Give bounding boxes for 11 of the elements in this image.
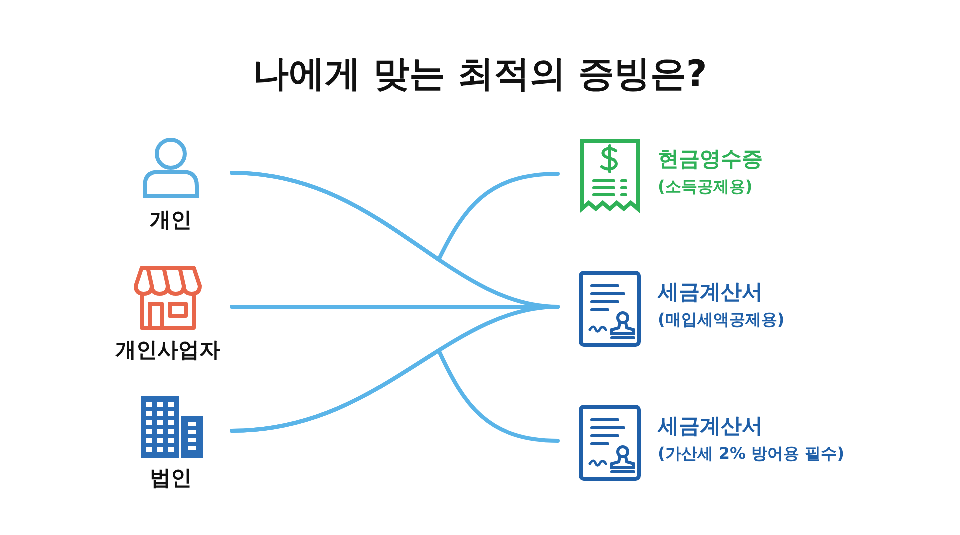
node-label: 법인 xyxy=(149,465,193,492)
title: 나에게 맞는 최적의 증빙은? xyxy=(252,53,708,97)
connector-line xyxy=(230,348,560,443)
node-subtitle: (매입세액공제용) xyxy=(658,310,785,331)
node-title: 현금영수증 xyxy=(658,146,763,173)
node-subtitle: (소득공제용) xyxy=(658,177,753,198)
node-label: 개인 xyxy=(149,207,193,234)
node-title: 세금계산서 xyxy=(658,279,763,306)
node-title: 세금계산서 xyxy=(658,413,763,440)
node-label: 개인사업자 xyxy=(114,337,222,364)
node-subtitle: (가산세 2% 방어용 필수) xyxy=(658,444,844,465)
